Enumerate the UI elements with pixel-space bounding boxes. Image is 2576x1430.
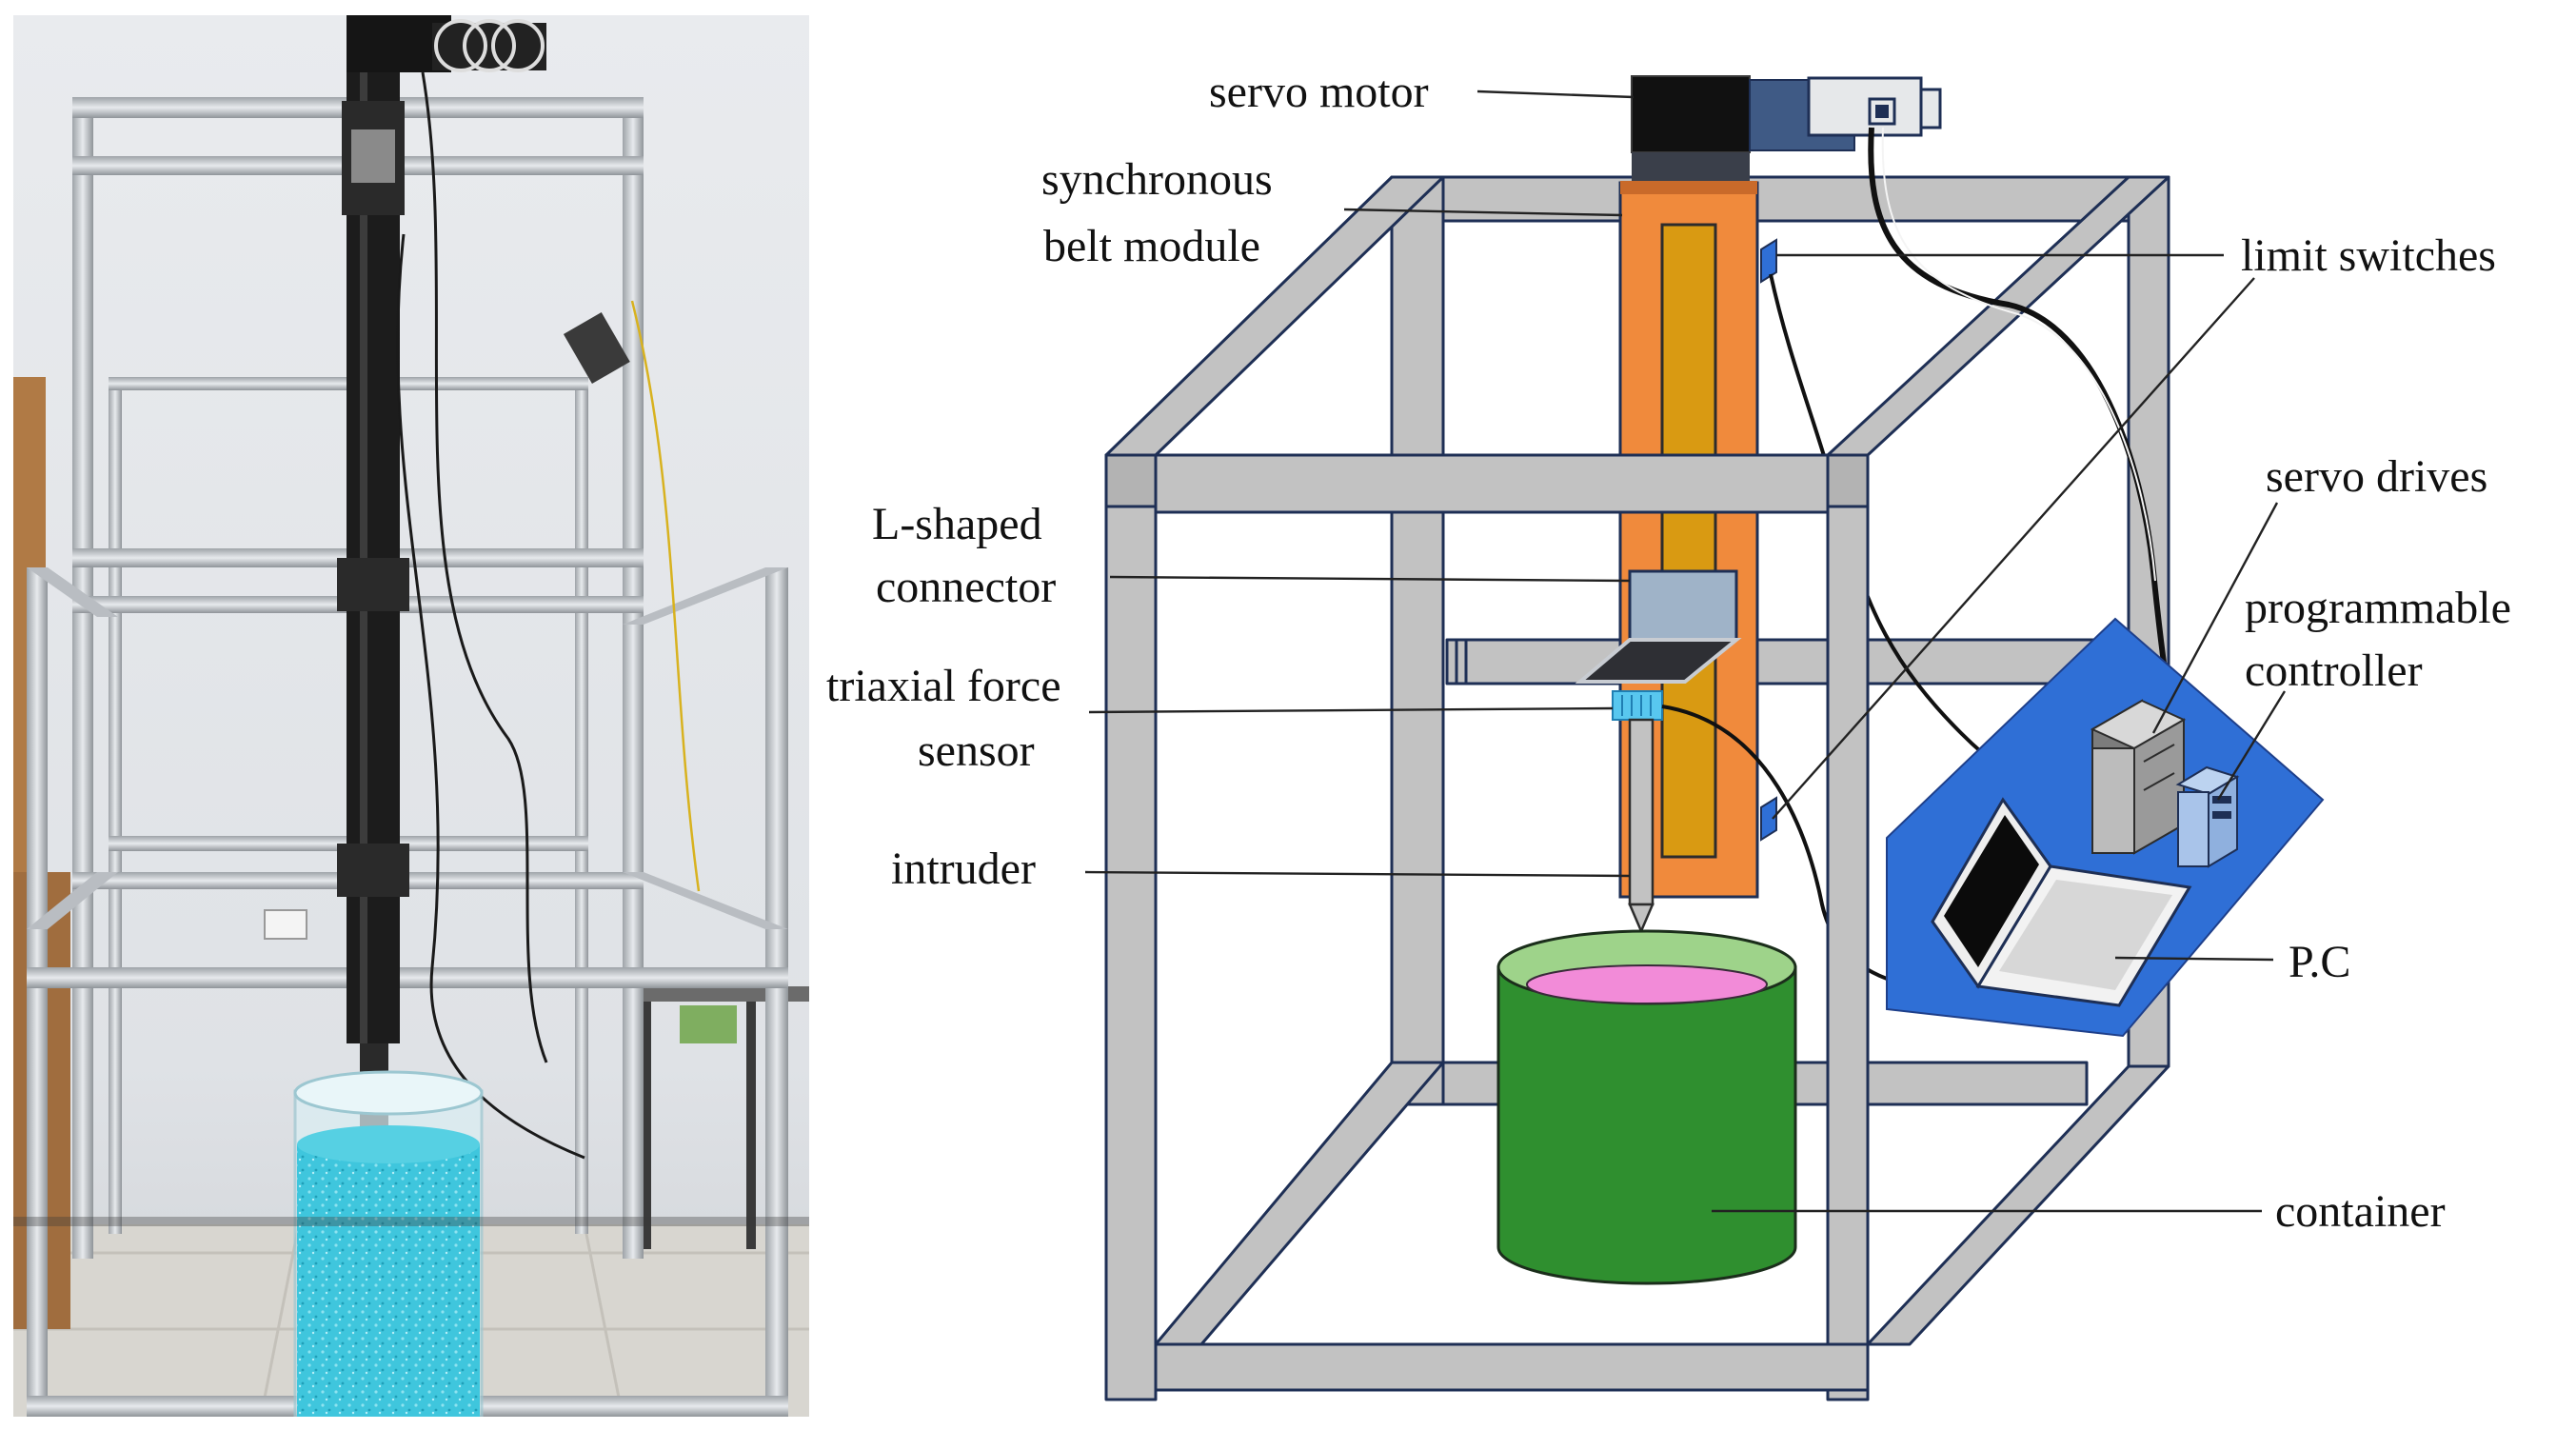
label-l-shaped-connector-line1: L-shaped: [872, 499, 1042, 549]
container: [1496, 929, 1797, 1285]
label-triaxial-force-sensor-line2: sensor: [918, 725, 1035, 776]
limit-switch-upper: [1760, 238, 1777, 284]
intruder: [1628, 718, 1655, 935]
label-servo-drives: servo drives: [2266, 451, 2487, 502]
triaxial-force-sensor: [1612, 690, 1663, 721]
test-frame-front: [1104, 453, 1870, 1401]
laptop-pc: [1931, 797, 2192, 1007]
leader-lines: [1084, 89, 2287, 1213]
label-programmable-controller-line2: controller: [2245, 645, 2423, 696]
label-l-shaped-connector-line2: connector: [876, 562, 1056, 612]
label-limit-switches: limit switches: [2241, 230, 2496, 281]
l-shaped-connector: [1575, 569, 1742, 684]
label-servo-motor: servo motor: [1209, 67, 1429, 117]
label-intruder: intruder: [891, 844, 1036, 894]
label-triaxial-force-sensor-line1: triaxial force: [826, 661, 1061, 711]
servo-drives: [2090, 699, 2187, 855]
servo-motor: [1631, 75, 1942, 181]
label-synchronous-belt-module-line1: synchronous: [1041, 154, 1273, 205]
label-pc: P.C: [2289, 937, 2350, 987]
label-container: container: [2275, 1186, 2446, 1237]
apparatus-photo: [13, 15, 809, 1417]
label-programmable-controller-line1: programmable: [2245, 583, 2511, 633]
label-synchronous-belt-module-line2: belt module: [1043, 221, 1260, 271]
limit-switch-lower: [1760, 796, 1777, 842]
